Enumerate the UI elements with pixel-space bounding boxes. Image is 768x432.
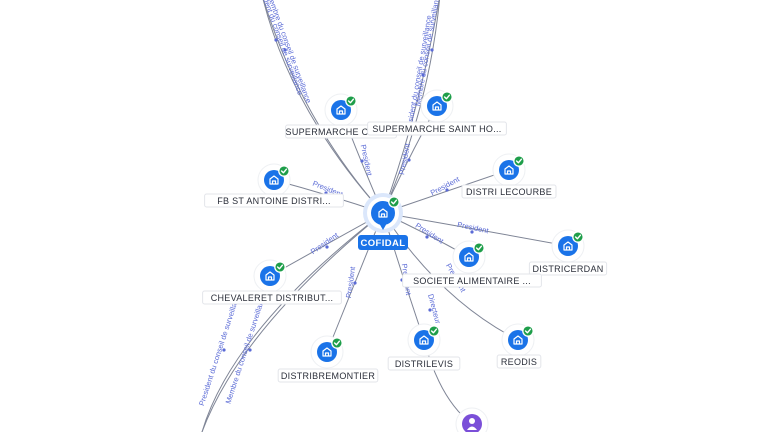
edge-label: President [397, 142, 412, 176]
edge-arrow-dot [425, 235, 429, 239]
edge-label: President [344, 265, 357, 299]
node-label-box [367, 121, 507, 136]
node-label: SOCIETE ALIMENTAIRE ... [413, 276, 531, 286]
check-badge-icon [441, 91, 453, 103]
building-icon [558, 236, 578, 256]
node-label: SUPERMARCHE CURIAL [286, 127, 397, 137]
node-label-box [402, 273, 542, 288]
node-label-box [204, 193, 344, 208]
node-label: DISTRILEVIS [395, 359, 453, 369]
company-node[interactable]: CHEVALERET DISTRIBUT... [202, 259, 342, 305]
company-node[interactable]: DISTRIBREMONTIER [277, 335, 379, 383]
relationship-edge[interactable] [201, 212, 384, 432]
edge-arrow-dot [353, 281, 357, 285]
edge-arrow-dot [407, 158, 411, 162]
building-icon [459, 247, 479, 267]
center-company-node[interactable]: COFIDAL [358, 193, 408, 250]
company-node[interactable]: SOCIETE ALIMENTAIRE ... [402, 240, 542, 288]
center-label-box [358, 235, 408, 250]
company-node[interactable]: REODIS [496, 323, 542, 369]
edge-arrow-dot [283, 48, 287, 52]
relationship-edge[interactable] [382, 212, 569, 247]
company-node[interactable]: DISTRICERDAN [528, 229, 608, 276]
node-label: CHEVALERET DISTRIBUT... [211, 293, 334, 303]
building-icon [264, 170, 284, 190]
person-head-shape [469, 418, 475, 424]
relationship-edge[interactable] [201, 212, 384, 432]
company-node[interactable]: DISTRI LECOURBE [461, 153, 557, 199]
building-icon [331, 100, 351, 120]
node-label: FB ST ANTOINE DISTRI... [217, 196, 331, 206]
building-icon [371, 201, 395, 230]
node-label-box [496, 354, 542, 369]
edge-arrow-dot [421, 73, 425, 77]
node-label: DISTRICERDAN [532, 264, 603, 274]
node-label: SUPERMARCHE SAINT HO... [372, 124, 501, 134]
node-label-box [387, 356, 461, 371]
edge-arrow-dot [325, 245, 329, 249]
node-label: DISTRI LECOURBE [466, 187, 552, 197]
company-node[interactable]: SUPERMARCHE SAINT HO... [367, 89, 507, 136]
check-badge-icon [331, 337, 343, 349]
check-badge-icon [428, 325, 440, 337]
edge-arrow-dot [222, 348, 226, 352]
edge-arrow-dot [274, 38, 278, 42]
edge-arrow-dot [445, 188, 449, 192]
check-badge-icon [278, 165, 290, 177]
edge-label: President [457, 220, 491, 236]
person-node[interactable] [455, 407, 489, 432]
edge-arrow-dot [430, 48, 434, 52]
node-label-box [202, 290, 342, 305]
edge-arrow-dot [470, 230, 474, 234]
person-body-shape [467, 426, 477, 430]
check-badge-icon [388, 196, 400, 208]
check-badge-icon [274, 261, 286, 273]
company-node[interactable]: FB ST ANTOINE DISTRI... [204, 163, 344, 208]
edge-arrow-dot [428, 308, 432, 312]
relationship-edge[interactable] [262, 0, 384, 214]
node-label: REODIS [501, 357, 537, 367]
edge-arrow-dot [360, 159, 364, 163]
check-badge-icon [473, 242, 485, 254]
building-icon [317, 342, 337, 362]
node-label: DISTRIBREMONTIER [281, 371, 376, 381]
edge-label: President [429, 174, 462, 197]
check-badge-icon [522, 325, 534, 337]
building-icon [427, 96, 447, 116]
company-node[interactable]: DISTRILEVIS [387, 323, 461, 371]
check-badge-icon [345, 95, 357, 107]
node-label-box [277, 368, 379, 383]
relationship-edge[interactable] [382, 0, 440, 214]
building-icon [414, 330, 434, 350]
check-badge-icon [572, 231, 584, 243]
check-badge-icon [513, 155, 525, 167]
edge-label: President [414, 221, 446, 246]
node-label-box [528, 261, 608, 276]
center-label: COFIDAL [360, 238, 405, 249]
node-label-box [461, 184, 557, 199]
building-icon [508, 330, 528, 350]
building-icon [499, 160, 519, 180]
edge-arrow-dot [248, 348, 252, 352]
edge-label: Directeur [426, 293, 443, 325]
building-icon [260, 266, 280, 286]
relationship-edge[interactable] [382, 212, 519, 341]
